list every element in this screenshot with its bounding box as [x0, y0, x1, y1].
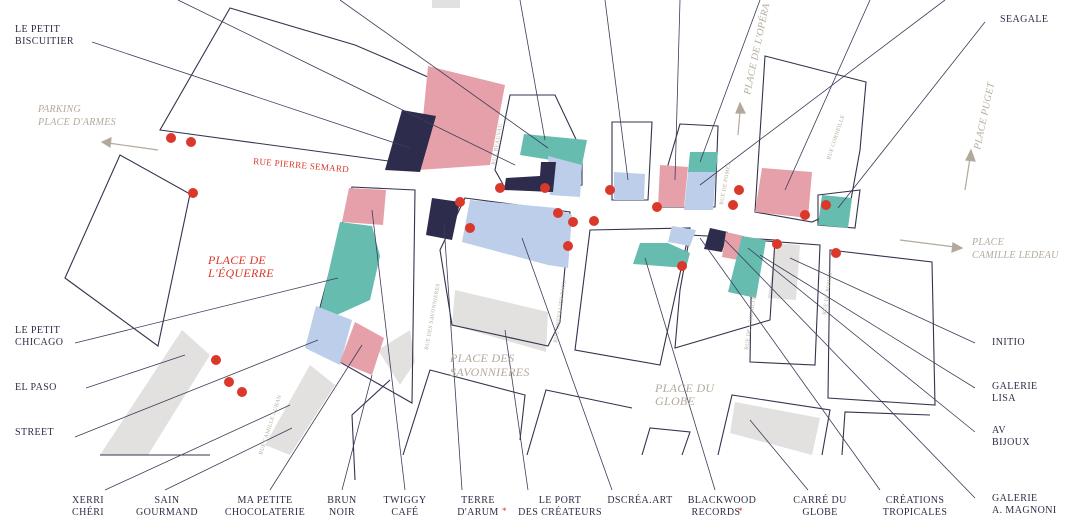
label-ma-petite-chocolaterie-2: CHOCOLATERIE [225, 507, 305, 518]
teal-block-chicago [320, 222, 380, 318]
label-carre-du-globe-1: CARRÉ DU [793, 494, 847, 506]
gray-areas [100, 0, 820, 455]
label-dscrea-art: DSCRÉA.ART [607, 494, 672, 506]
label-terre-darum-2: D'ARUM [457, 507, 498, 518]
rue-de-pomet-lower: RUE DE POMET [822, 271, 834, 315]
place-savonnieres-line2: SAVONNIERES [450, 365, 530, 379]
pink-block-seagale [755, 168, 812, 218]
place-savonnieres-line1: PLACE DES [449, 351, 514, 365]
label-brun-noir-2: NOIR [329, 507, 355, 518]
label-terre-darum-1: TERRE [461, 495, 495, 506]
label-creations-tropicales-2: TROPICALES [883, 507, 948, 518]
label-street: STREET [15, 427, 54, 438]
navy-block-brun-noir [426, 198, 460, 240]
label-galerie-lisa-2: LISA [992, 393, 1016, 404]
teal-block-beauvau [520, 134, 587, 165]
label-le-port-des-createurs-2: DES CRÉATEURS [518, 506, 602, 518]
label-le-petit-chicago-1: LE PETIT [15, 325, 60, 336]
parking-line1: PARKING [37, 104, 81, 115]
shop-labels: LE PETIT BISCUITIER SEAGALE LE PETIT CHI… [15, 14, 1057, 518]
label-xerri-cheri-1: XERRI [72, 495, 104, 506]
label-av-bijoux-1: AV [992, 425, 1006, 436]
place-opera: PLACE DE L'OPÉRA [741, 2, 772, 97]
place-camille-line1: PLACE [971, 237, 1004, 248]
label-xerri-cheri-2: CHÉRI [72, 506, 104, 518]
label-initio: INITIO [992, 337, 1025, 348]
place-globe-line1: PLACE DU [654, 381, 715, 395]
blue-block-beauvau [548, 156, 582, 197]
teal-block-dscrea [633, 243, 690, 268]
shop-markers [166, 133, 841, 397]
place-equerre-line1: PLACE DE [207, 253, 266, 267]
teal-block-seagale [818, 195, 852, 228]
label-galerie-magnoni-1: GALERIE [992, 493, 1038, 504]
label-brun-noir-1: BRUN [327, 495, 356, 506]
label-ma-petite-chocolaterie-1: MA PETITE [238, 495, 293, 506]
teal-block-pomet [688, 152, 718, 172]
direction-arrows [100, 101, 976, 253]
place-globe-line2: GLOBE [655, 394, 696, 408]
rue-pierre-semard: RUE PIERRE SEMARD [253, 156, 350, 174]
label-creations-tropicales-1: CRÉATIONS [886, 494, 945, 506]
label-sain-gourmand-2: GOURMAND [136, 507, 198, 518]
label-carre-du-globe-2: GLOBE [802, 507, 837, 518]
label-le-petit-biscuitier-2: BISCUITIER [15, 36, 74, 47]
teal-block-carre [728, 236, 766, 298]
label-twiggy-cafe-2: CAFÉ [391, 506, 418, 518]
place-puget: PLACE PUGET [972, 80, 997, 151]
label-av-bijoux-2: BIJOUX [992, 437, 1030, 448]
blue-block-createurs [462, 200, 572, 268]
rue-savonnieres: RUE DES SAVONNIERES [424, 283, 442, 350]
label-sain-gourmand-1: SAIN [155, 495, 180, 506]
pink-block-chicago-top [342, 188, 386, 225]
place-equerre-line2: L'ÉQUERRE [207, 266, 274, 280]
rue-corneille: RUE CORNEILLE [826, 114, 846, 161]
blackwood-star: * [738, 506, 743, 516]
label-el-paso: EL PASO [15, 382, 57, 393]
blue-block-612 [614, 172, 645, 200]
label-twiggy-cafe-1: TWIGGY [384, 495, 427, 506]
pink-block-pomet [658, 165, 688, 207]
label-seagale: SEAGALE [1000, 14, 1048, 25]
blue-block-dscrea [668, 226, 696, 246]
leader-lines [74, 0, 986, 499]
navy-block-biscuitier [385, 110, 436, 172]
shop-blocks [305, 66, 852, 375]
parking-line2: PLACE D'ARMES [37, 117, 116, 128]
label-le-petit-biscuitier-1: LE PETIT [15, 24, 60, 35]
label-le-petit-chicago-2: CHICAGO [15, 337, 63, 348]
place-camille-line2: CAMILLE LEDEAU [972, 250, 1059, 261]
blue-block-pomet [684, 170, 716, 210]
terre-darum-star: * [502, 506, 507, 516]
label-blackwood-records-2: RECORDS [692, 507, 741, 518]
rue-de-l-humilite: RUE DE L'HUMILITÉ [742, 292, 758, 350]
rue-de-pomet: RUE DE POMET [719, 161, 732, 205]
navy-block-blackwood [704, 228, 728, 252]
pink-block-biscuitier [418, 66, 505, 170]
rue-chevalier-paul: RUE CHEVALIER PAUL [553, 279, 568, 343]
label-galerie-lisa-1: GALERIE [992, 381, 1038, 392]
label-galerie-magnoni-2: A. MAGNONI [992, 505, 1057, 516]
label-le-port-des-createurs-1: LE PORT [539, 495, 581, 506]
blue-block-chicago [305, 306, 352, 365]
label-blackwood-records-1: BLACKWOOD [688, 495, 757, 506]
